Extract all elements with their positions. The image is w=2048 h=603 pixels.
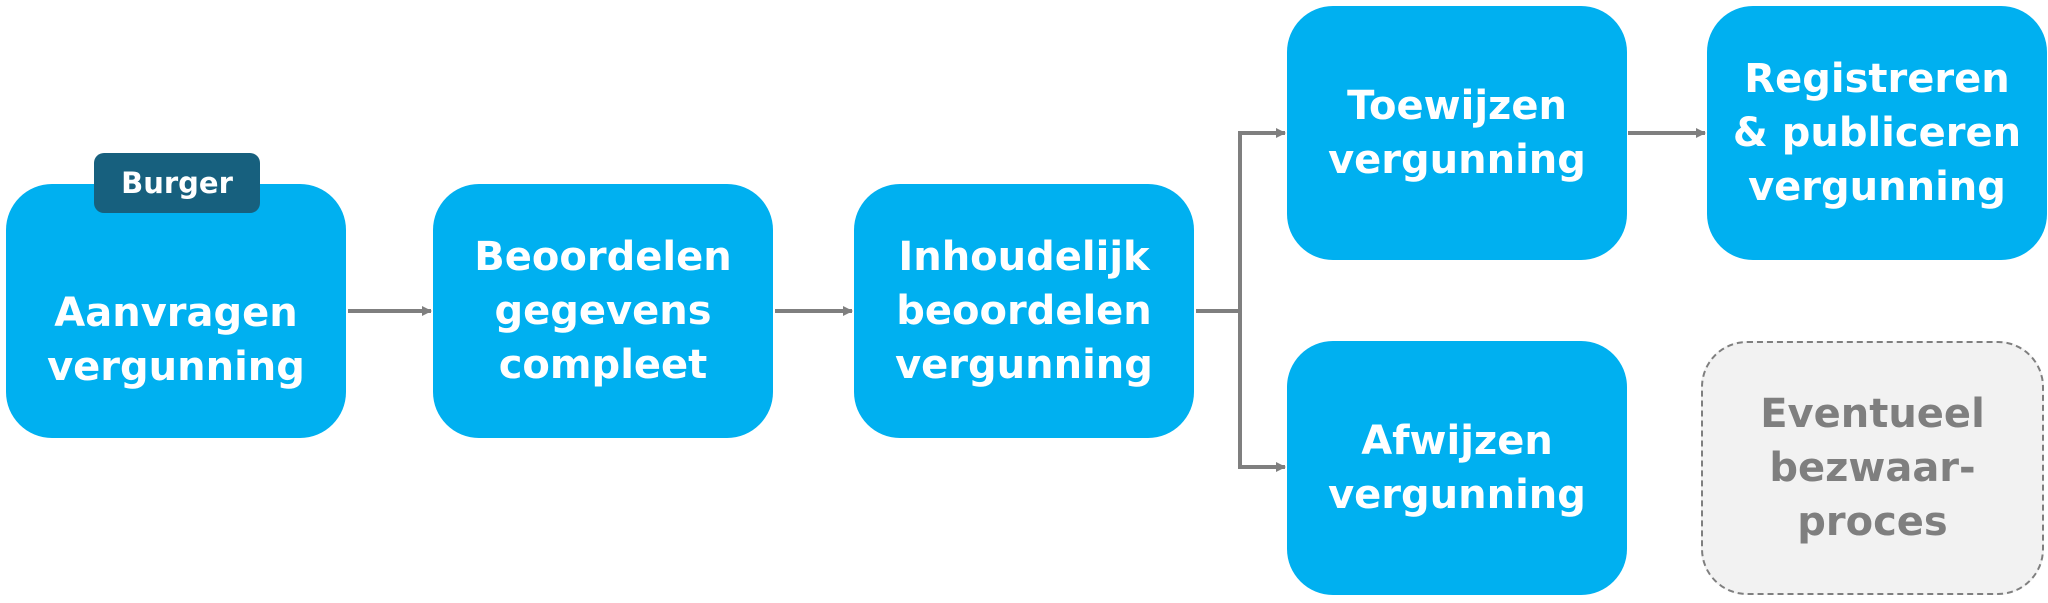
step-label: Afwijzen vergunning <box>1328 418 1586 518</box>
role-tag-burger: Burger <box>94 153 260 213</box>
step-label: Registreren & publiceren vergunning <box>1732 56 2022 210</box>
step-label: Eventueel bezwaar- proces <box>1760 391 1985 545</box>
step-inhoudelijk-beoordelen-vergunning: Inhoudelijk beoordelen vergunning <box>854 184 1194 438</box>
step-label: Inhoudelijk beoordelen vergunning <box>895 234 1153 388</box>
step-aanvragen-vergunning: Aanvragen vergunning <box>6 184 346 438</box>
step-eventueel-bezwaarproces: Eventueel bezwaar- proces <box>1701 341 2044 595</box>
step-label: Aanvragen vergunning <box>47 290 305 390</box>
step-registreren-publiceren-vergunning: Registreren & publiceren vergunning <box>1707 6 2047 260</box>
role-tag-label: Burger <box>121 166 233 200</box>
step-toewijzen-vergunning: Toewijzen vergunning <box>1287 6 1627 260</box>
step-label: Toewijzen vergunning <box>1328 83 1586 183</box>
step-label: Beoordelen gegevens compleet <box>474 234 732 388</box>
step-afwijzen-vergunning: Afwijzen vergunning <box>1287 341 1627 595</box>
step-beoordelen-gegevens-compleet: Beoordelen gegevens compleet <box>433 184 773 438</box>
arrow-inhoudelijk-to-afwijzen <box>1238 311 1286 472</box>
arrow-inhoudelijk-to-toewijzen <box>1196 128 1286 313</box>
